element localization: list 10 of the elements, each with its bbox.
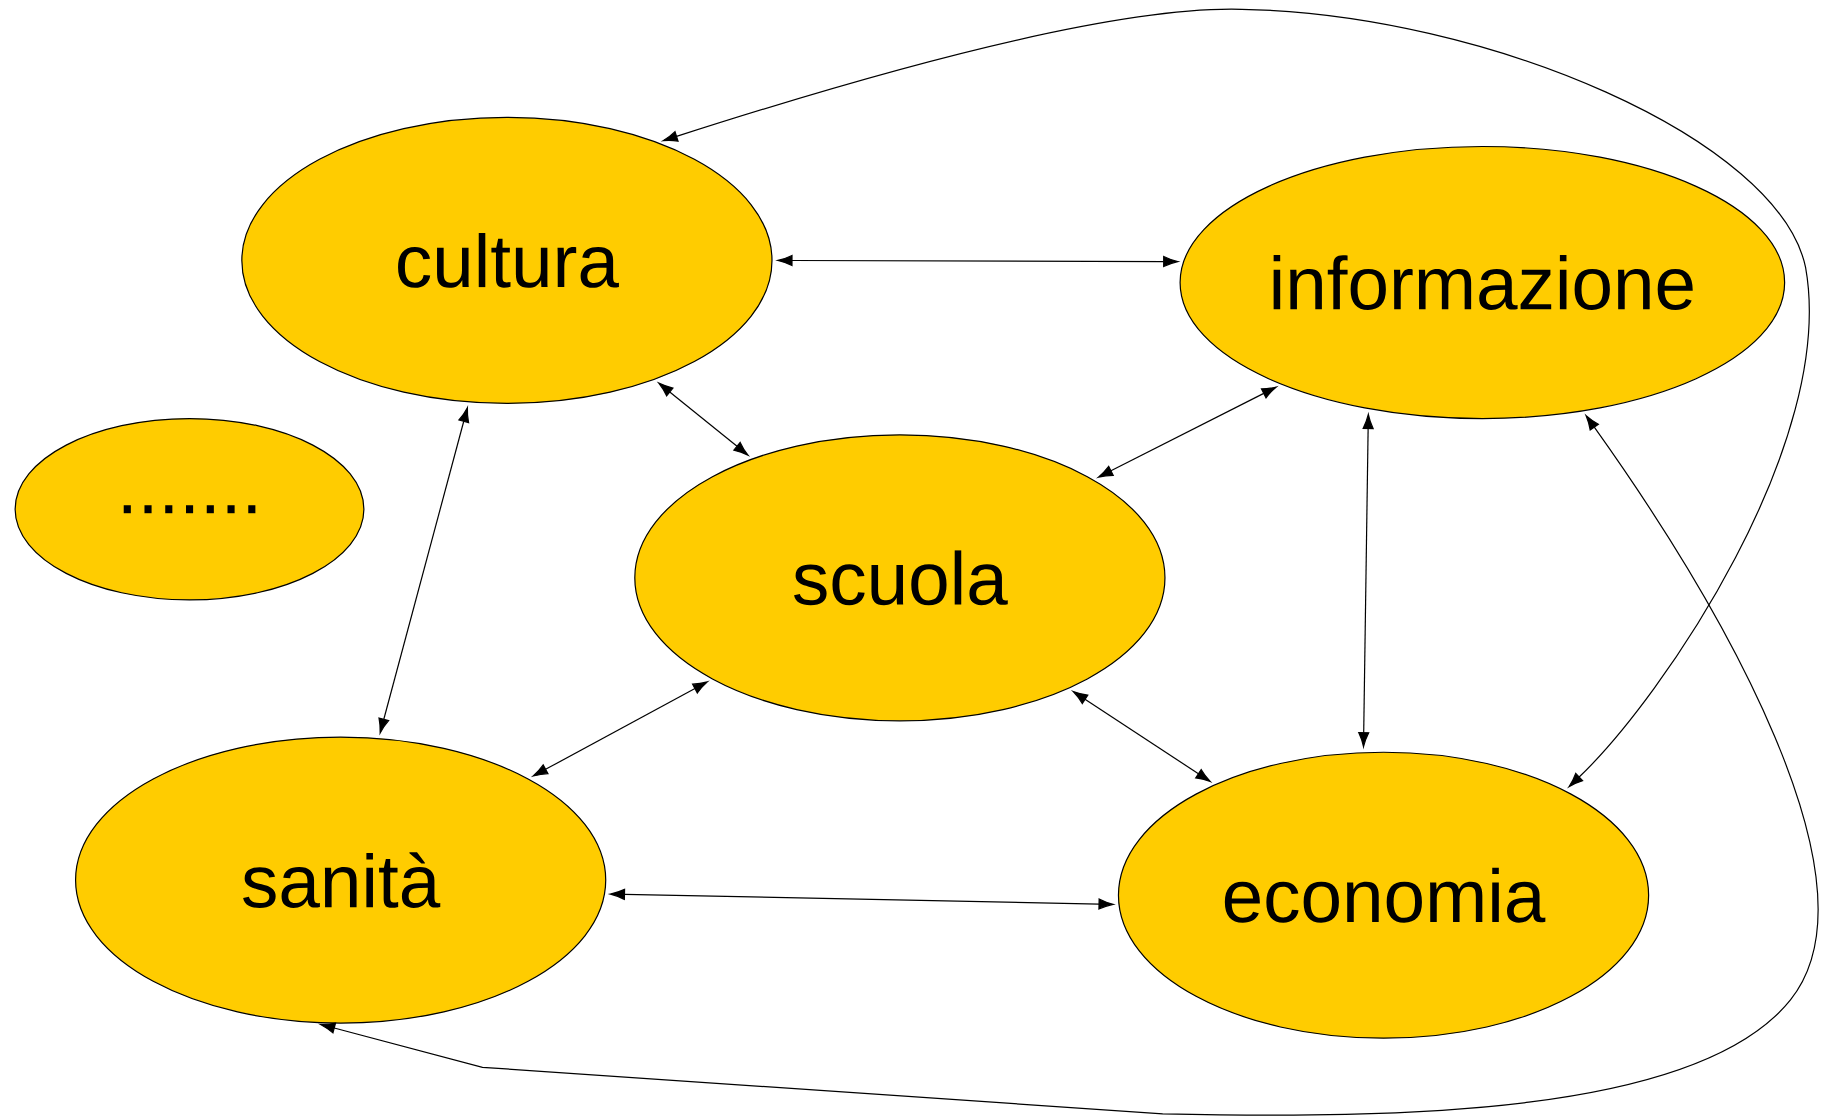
arrow	[378, 406, 470, 734]
arrow	[532, 681, 708, 777]
arrow	[658, 382, 749, 456]
arrow	[662, 8, 1810, 788]
arrow	[1358, 413, 1374, 748]
arrow	[1072, 690, 1211, 782]
arrow	[1097, 386, 1277, 478]
arrow	[777, 254, 1179, 267]
arrow	[609, 888, 1114, 910]
arrow	[320, 414, 1818, 1116]
